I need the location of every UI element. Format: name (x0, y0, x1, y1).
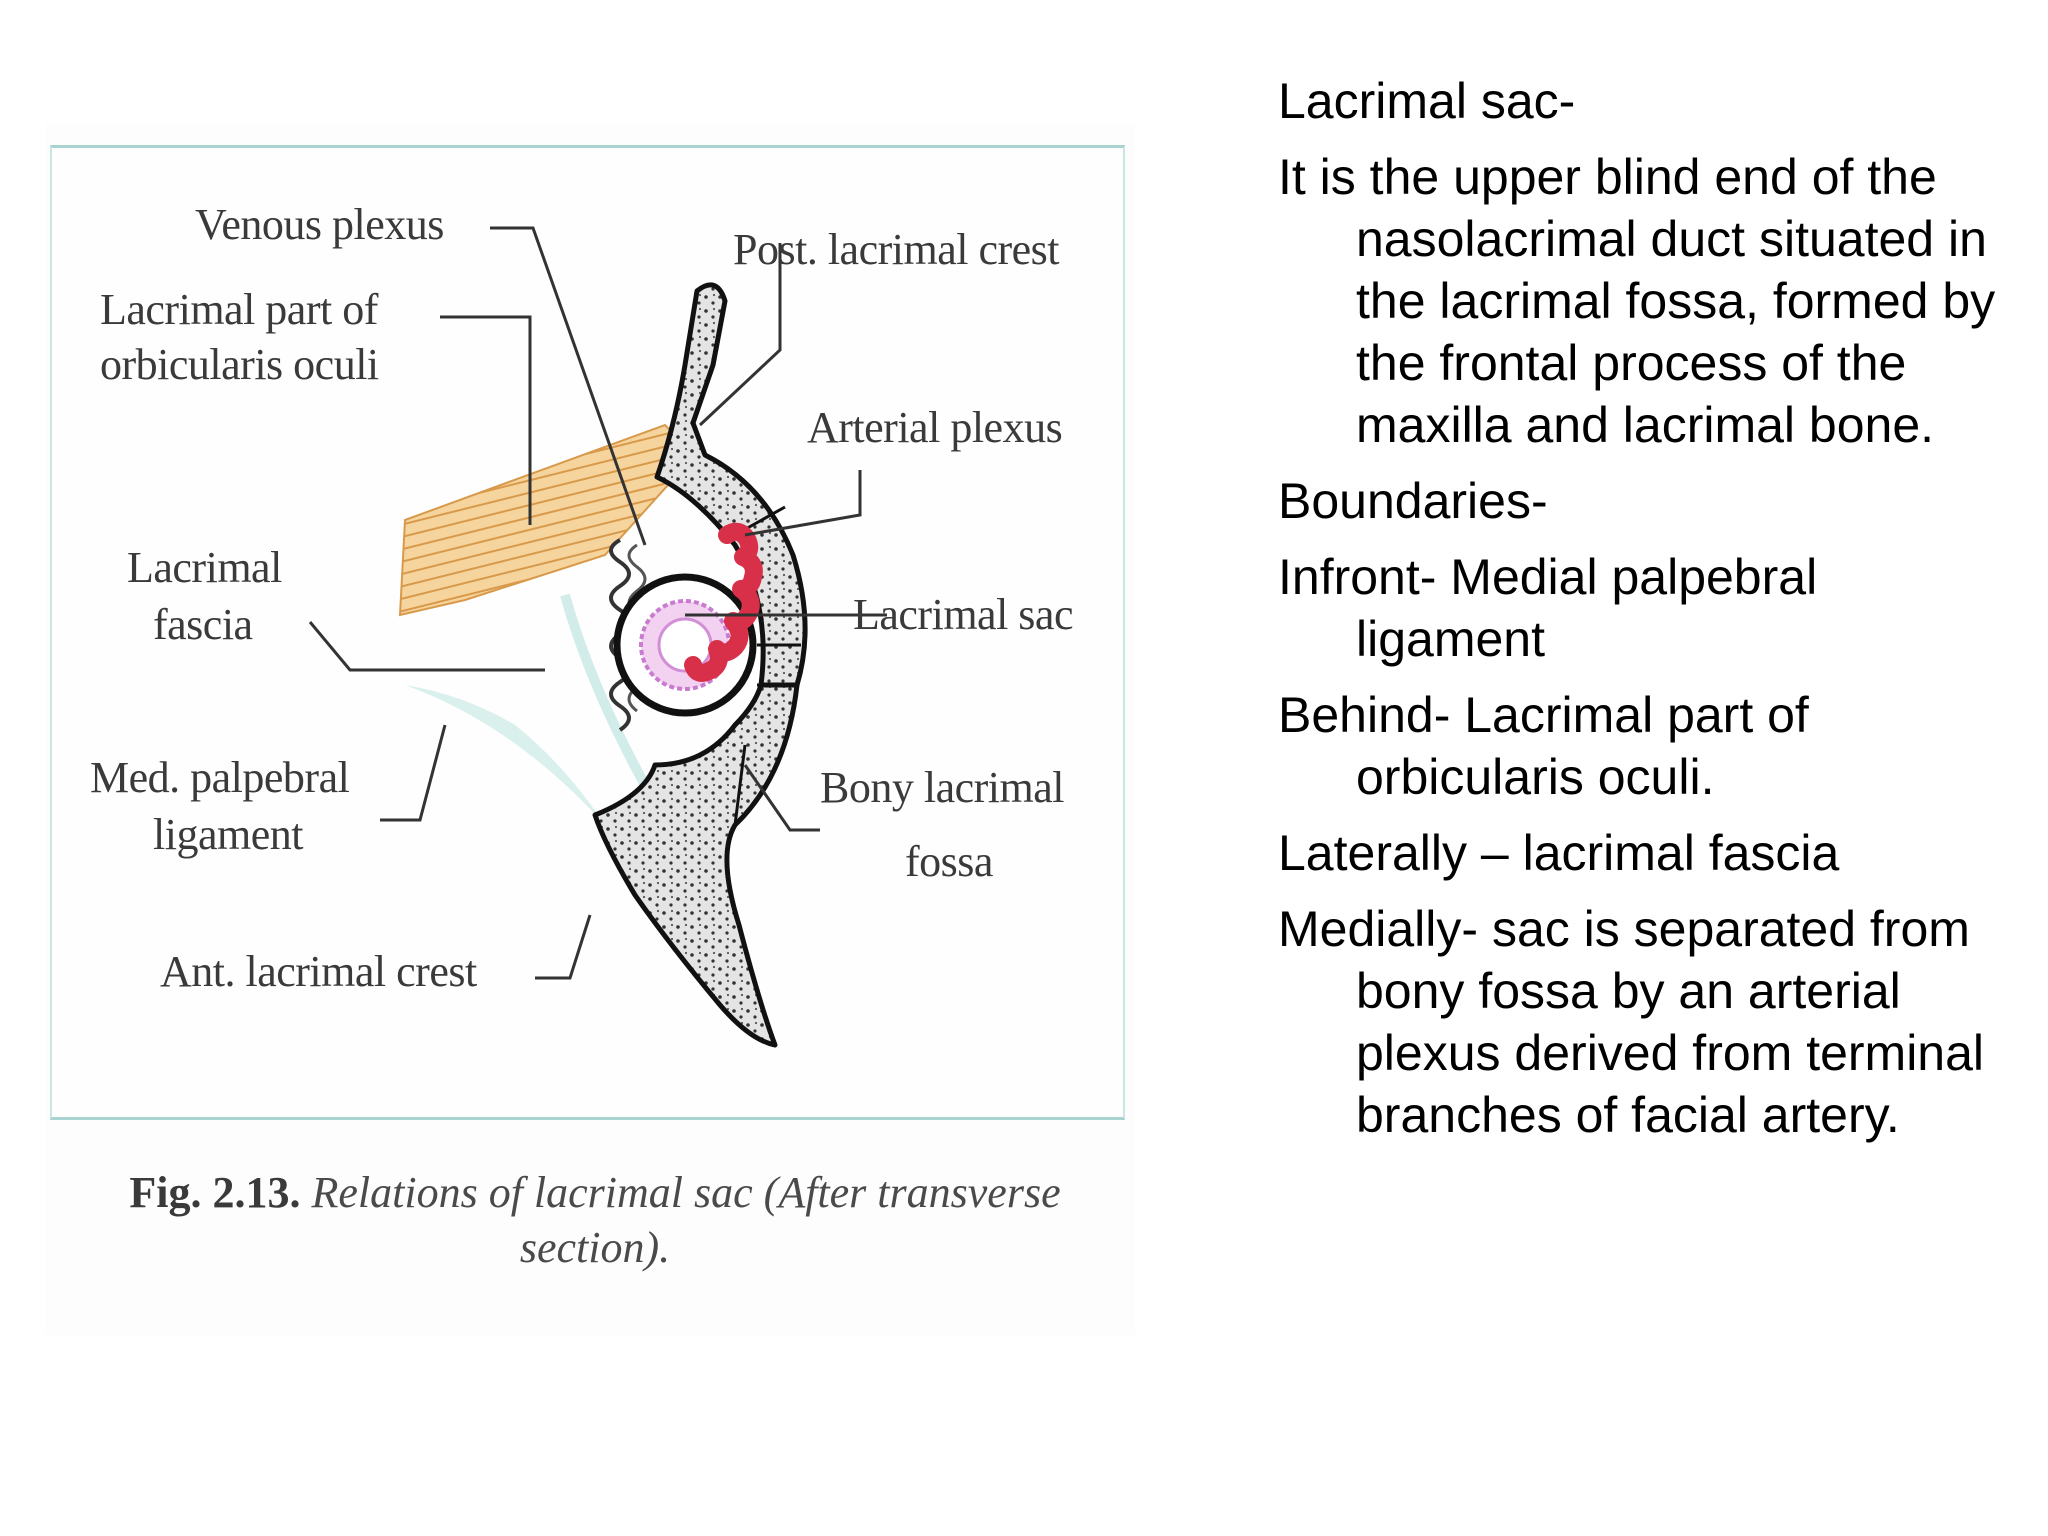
label-arterial-plexus: Arterial plexus (807, 403, 1063, 452)
anterior-crest-bone (592, 682, 800, 1048)
label-venous-plexus: Venous plexus (195, 200, 444, 249)
label-ant-lacrimal-crest: Ant. lacrimal crest (160, 947, 477, 996)
label-lacrimal-part-1: Lacrimal part of (100, 285, 378, 334)
label-lacrimal-part-2: orbicularis oculi (100, 340, 379, 389)
boundary-infront: Infront- Medial palpebral ligament (1278, 549, 1818, 667)
label-med-palpebral-1: Med. palpebral (90, 753, 350, 802)
label-med-palpebral-2: ligament (153, 810, 303, 859)
label-post-lacrimal-crest: Post. lacrimal crest (733, 225, 1060, 274)
heading-lacrimal-sac: Lacrimal sac- (1278, 73, 1576, 129)
label-lacrimal-fascia-2: fascia (153, 600, 253, 649)
fascia-haze (405, 685, 605, 825)
orbicularis-muscle (398, 423, 697, 617)
caption-text: Relations of lacrimal sac (After transve… (311, 1168, 1061, 1272)
label-bony-lacrimal-1: Bony lacrimal (820, 763, 1065, 812)
boundary-medially: Medially- sac is separated from bony fos… (1278, 901, 1985, 1143)
lacrimal-sac-diagram (308, 226, 887, 1048)
caption-number: Fig. 2.13. (129, 1168, 301, 1217)
figure-frame (50, 145, 1125, 1120)
label-lacrimal-fascia-1: Lacrimal (127, 543, 282, 592)
text-panel: Lacrimal sac- It is the upper blind end … (1278, 70, 2018, 1160)
figure-caption: Fig. 2.13. Relations of lacrimal sac (Af… (65, 1165, 1125, 1275)
label-bony-lacrimal-2: fossa (905, 837, 993, 886)
figure: Venous plexus Lacrimal part of orbicular… (45, 125, 1135, 1335)
boundary-laterally: Laterally – lacrimal fascia (1278, 825, 1840, 881)
boundaries-heading: Boundaries- (1278, 473, 1548, 529)
intro-paragraph: It is the upper blind end of the nasolac… (1278, 149, 1996, 453)
boundary-behind: Behind- Lacrimal part of orbicularis ocu… (1278, 687, 1809, 805)
label-lacrimal-sac: Lacrimal sac (853, 590, 1073, 639)
arterial-plexus (684, 522, 763, 682)
